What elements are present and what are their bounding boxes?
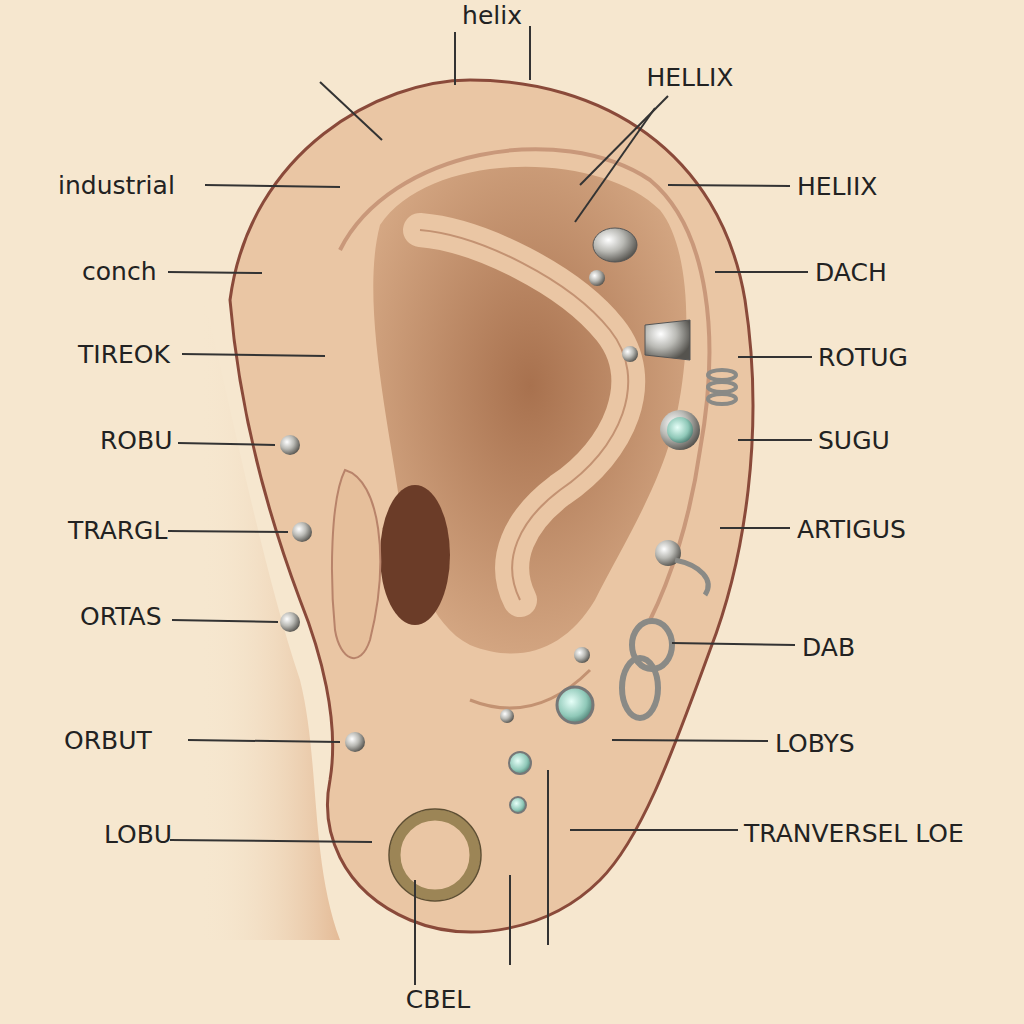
part-label: DAB [802, 634, 855, 662]
part-label: helix [462, 2, 522, 30]
tunnel-edge [389, 809, 481, 901]
ball-stud [622, 346, 638, 362]
part-label: DACH [815, 259, 887, 287]
part-label: ORTAS [80, 603, 162, 631]
gem-stud [660, 410, 700, 450]
gem-stud [510, 797, 526, 813]
part-label: ROTUG [818, 344, 908, 372]
part-label: HELIIX [797, 173, 877, 201]
cone-stud [645, 320, 690, 360]
ball-stud [345, 732, 365, 752]
outer-ear [230, 80, 753, 932]
part-label: ORBUT [64, 727, 152, 755]
lobe-tunnel [395, 815, 475, 895]
ball-stud [500, 709, 514, 723]
ring [675, 560, 708, 595]
ball-stud [574, 647, 590, 663]
gem-stud [509, 752, 531, 774]
part-label: TRARGL [68, 517, 167, 545]
part-label: industrial [58, 172, 175, 200]
part-label: LOBYS [775, 730, 855, 758]
part-label: TRANVERSEL LOE [744, 820, 964, 848]
part-label: ROBU [100, 427, 173, 455]
part-label: ARTIGUS [797, 516, 906, 544]
ball-stud [589, 270, 605, 286]
concha-bowl [373, 167, 686, 654]
part-label: HELLIX [647, 64, 734, 92]
gem-stud [557, 687, 593, 723]
part-label: conch [82, 258, 156, 286]
part-label: LOBU [104, 821, 172, 849]
gem [667, 417, 693, 443]
part-label: CBEL [406, 986, 470, 1014]
part-label: SUGU [818, 427, 890, 455]
antihelix [420, 230, 628, 600]
ear-canal [380, 485, 450, 625]
hoop-ring [622, 658, 658, 718]
tragus [332, 470, 380, 658]
antihelix-edge [420, 230, 628, 600]
part-label: TIREOK [78, 341, 170, 369]
spiral-ring [708, 370, 736, 404]
leader-lines [168, 26, 812, 985]
ball-stud [280, 435, 300, 455]
bead-stud [593, 228, 637, 262]
ball-stud [280, 612, 300, 632]
ball-stud [292, 522, 312, 542]
